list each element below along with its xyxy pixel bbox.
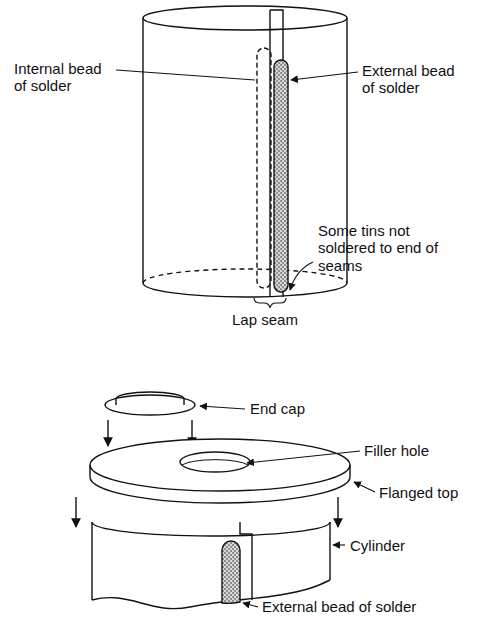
external-bead [274,60,288,292]
flanged-top-edge [90,465,350,503]
tin-side [142,18,143,283]
assembly-arrow [337,497,338,527]
flanged-top [90,439,350,491]
external-bead [222,541,240,603]
part-label: Filler hole [364,442,474,459]
assembly-arrow [75,497,76,527]
leader-line [116,70,255,80]
leader-arrow [291,72,358,80]
part-label: End cap [250,400,340,417]
tin-bottom-hidden [143,269,347,283]
leader-arrow [354,482,375,492]
tin-rim [143,6,347,30]
part-label: External bead of solder [362,62,467,97]
note-label: Some tins not soldered to end of seams [318,222,468,274]
leader-arrow [243,603,258,607]
filler-hole [180,452,250,472]
cylinder-rim [92,522,330,536]
assembly-arrow [107,420,108,446]
part-label: Lap seam [232,311,312,328]
part-label: Cylinder [350,537,460,554]
internal-bead [257,48,271,288]
cylinder-side [91,522,92,600]
leader-arrow [247,451,360,463]
lap-seam-edge [269,10,270,296]
leader-arrow [290,262,313,290]
lap-seam-edge [240,522,252,600]
end-cap [116,392,184,405]
lap-seam-brace [254,298,286,308]
cylinder-side [329,522,330,580]
part-label: Internal bead of solder [14,60,114,95]
end-cap [105,395,195,415]
part-label: Flanged top [379,484,477,501]
tin-bottom [143,283,347,297]
filler-hole-wall [182,460,248,465]
leader-arrow [200,406,245,409]
part-label: External bead of solder [262,598,462,615]
leader-arrow [333,544,345,545]
